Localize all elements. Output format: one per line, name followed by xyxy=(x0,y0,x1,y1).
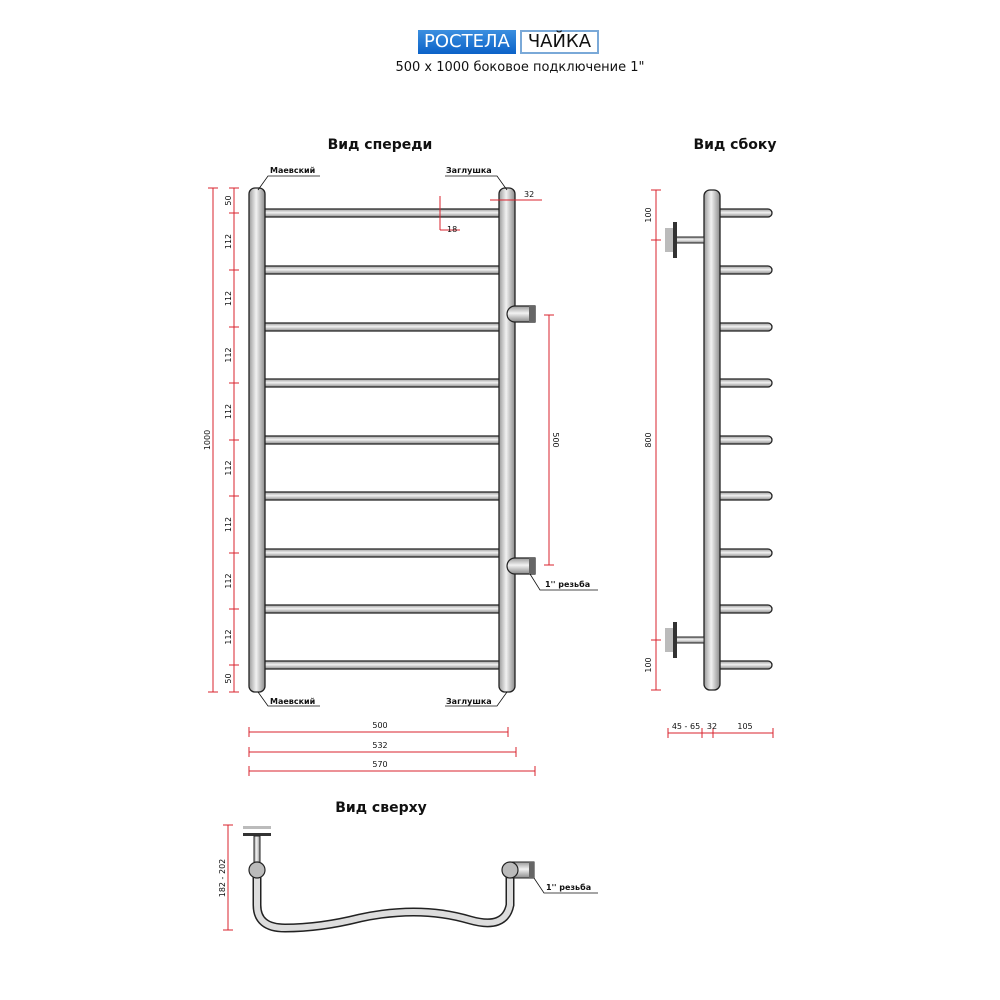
dim-total-height: 1000 xyxy=(203,430,212,450)
front-rung xyxy=(251,604,513,614)
side-rung xyxy=(715,322,773,332)
side-rung xyxy=(715,265,773,275)
wall-mount-top xyxy=(665,222,705,258)
front-view-title: Вид спереди xyxy=(328,137,433,153)
label-plug-top: Заглушка xyxy=(446,166,492,175)
brand-name: РОСТЕЛА xyxy=(418,30,516,54)
dim-width-532: 532 xyxy=(372,741,387,750)
subtitle: 500 x 1000 боковое подключение 1" xyxy=(395,60,645,75)
dim-rung-diameter: 18 xyxy=(447,225,457,234)
side-rung xyxy=(715,660,773,670)
top-view: Вид сверху 182 - 202 1'' резьба xyxy=(218,800,598,933)
connection-bottom xyxy=(506,557,536,575)
dim-post-depth: 32 xyxy=(707,722,717,731)
side-rung xyxy=(715,491,773,501)
side-rungs xyxy=(715,208,773,670)
dim-segment: 112 xyxy=(224,404,233,419)
thread-label-top: 1'' резьба xyxy=(546,882,591,892)
thread-label-front: 1'' резьба xyxy=(545,579,590,589)
dim-side-middle: 800 xyxy=(644,432,653,447)
side-view-title: Вид сбоку xyxy=(694,137,777,153)
dim-wall-gap: 45 - 65 xyxy=(672,722,700,731)
segment-dimensions: 50 112 112 112 112 112 112 112 112 50 xyxy=(224,187,239,693)
right-post xyxy=(498,187,516,693)
dim-segment: 112 xyxy=(224,629,233,644)
wall-mount-bottom xyxy=(665,622,705,658)
dim-segment: 112 xyxy=(224,517,233,532)
label-plug-bottom: Заглушка xyxy=(446,697,492,706)
dim-width-570: 570 xyxy=(372,760,387,769)
dim-segment: 50 xyxy=(224,195,233,205)
side-rung xyxy=(715,378,773,388)
dim-segment: 112 xyxy=(224,460,233,475)
front-rung xyxy=(251,265,513,275)
front-rung xyxy=(251,491,513,501)
dim-rung-depth: 105 xyxy=(737,722,752,731)
dim-segment: 50 xyxy=(224,673,233,683)
front-rungs xyxy=(251,208,513,670)
label-maevsky-top: Маевский xyxy=(270,166,315,175)
model-name: ЧАЙКА xyxy=(519,30,600,54)
front-rung xyxy=(251,548,513,558)
top-view-rung-outline xyxy=(254,867,513,932)
dim-connection-distance: 500 xyxy=(551,432,560,447)
front-rung xyxy=(251,208,513,218)
dim-segment: 112 xyxy=(224,291,233,306)
front-view: Вид спереди Маевский Заглушка Маевский З… xyxy=(203,137,598,776)
front-rung xyxy=(251,660,513,670)
front-rung xyxy=(251,322,513,332)
dim-post-diameter: 32 xyxy=(524,190,534,199)
front-rung xyxy=(251,435,513,445)
dim-segment: 112 xyxy=(224,573,233,588)
side-rung xyxy=(715,435,773,445)
label-maevsky-bottom: Маевский xyxy=(270,697,315,706)
left-post xyxy=(248,187,266,693)
side-rung xyxy=(715,604,773,614)
dim-segment: 112 xyxy=(224,347,233,362)
front-rung xyxy=(251,378,513,388)
dim-width-500: 500 xyxy=(372,721,387,730)
side-rung xyxy=(715,548,773,558)
dim-top-depth: 182 - 202 xyxy=(218,859,227,898)
connection-top xyxy=(506,305,536,323)
brand-logo: РОСТЕЛА ЧАЙКА xyxy=(418,30,600,54)
dim-side-top: 100 xyxy=(644,207,653,222)
side-rung xyxy=(715,208,773,218)
dim-side-bottom: 100 xyxy=(644,657,653,672)
dim-segment: 112 xyxy=(224,234,233,249)
side-post xyxy=(703,189,721,691)
side-view: Вид сбоку 100 800 100 45 - 65 32 105 xyxy=(644,137,776,738)
top-view-title: Вид сверху xyxy=(335,800,427,816)
